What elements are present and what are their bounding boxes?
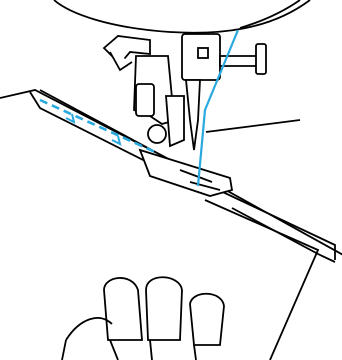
stitch-arrow-2 bbox=[112, 136, 120, 144]
hand bbox=[62, 277, 224, 360]
machine-head bbox=[54, 0, 310, 33]
presser-foot bbox=[104, 34, 300, 196]
